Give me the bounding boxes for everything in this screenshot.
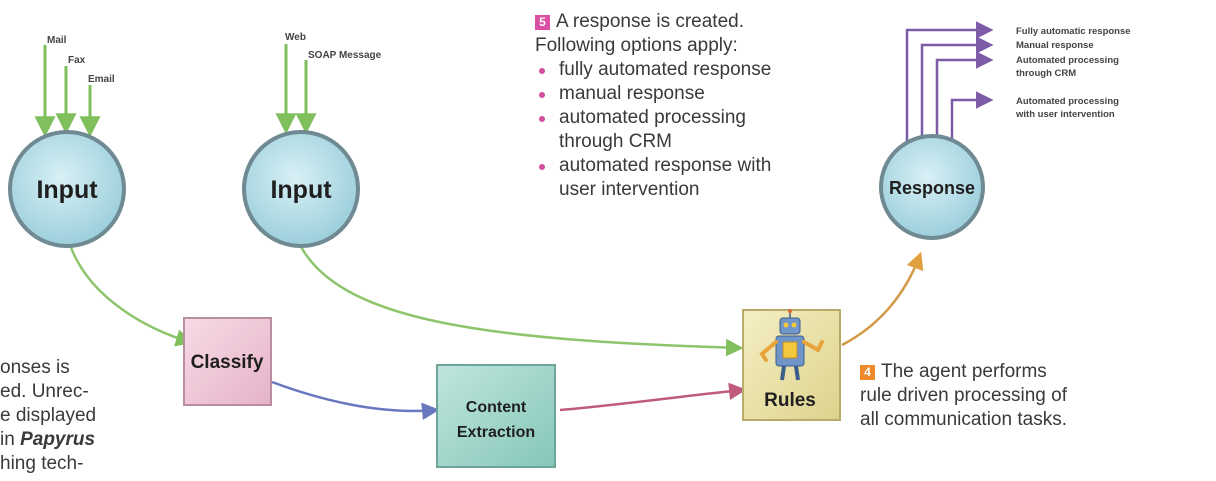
- response-option: automated processing through CRM: [535, 106, 865, 154]
- input-2-circle: [242, 130, 360, 248]
- left-text-line-4-prefix: in: [0, 429, 21, 450]
- input-1-label: Input: [36, 176, 98, 204]
- output-line-2: [920, 36, 994, 155]
- step-4-text-3: all communication tasks.: [860, 409, 1067, 430]
- robot-icon: [759, 309, 824, 381]
- input-1-sources: Mail Fax Email: [34, 35, 115, 138]
- output-label-3b: through CRM: [1016, 68, 1076, 79]
- output-label-4b: with user intervention: [1015, 109, 1115, 120]
- source-label-web: Web: [285, 32, 306, 43]
- source-label-soap: SOAP Message: [308, 50, 382, 61]
- response-label: Response: [889, 178, 975, 198]
- rules-label: Rules: [764, 390, 816, 411]
- step-4-text-1: The agent performs: [881, 361, 1047, 382]
- bullet-icon: [539, 68, 545, 74]
- response-outputs: Fully automatic response Manual response…: [905, 21, 1131, 160]
- step-5-badge: 5: [535, 15, 550, 30]
- response-node: Response: [879, 134, 985, 240]
- input-node-1: Input: [8, 130, 126, 248]
- content-extraction-box: [436, 364, 556, 468]
- left-text-line-4: in Papyrus: [0, 428, 200, 452]
- response-options-list: fully automated response manual response…: [535, 58, 865, 202]
- extraction-to-rules-arrow: [559, 382, 747, 412]
- step-5-subtitle: Following options apply:: [535, 35, 738, 56]
- step-4-badge: 4: [860, 365, 875, 380]
- left-text-line-3: e displayed: [0, 405, 97, 426]
- output-line-3: [935, 51, 994, 152]
- input-2-label: Input: [270, 176, 332, 204]
- step-4-text-2: rule driven processing of: [860, 385, 1067, 406]
- content-extraction-node: Content Extraction: [436, 364, 556, 468]
- source-label-mail: Mail: [47, 35, 67, 46]
- bullet-icon: [539, 92, 545, 98]
- papyrus-emphasis: Papyrus: [20, 429, 96, 450]
- response-option-text: fully automated response: [559, 59, 772, 80]
- output-label-2: Manual response: [1016, 40, 1094, 51]
- step-4-line-1: 4 The agent performs: [860, 360, 1190, 384]
- input-node-2: Input: [242, 130, 360, 248]
- response-option-text-cont: user intervention: [559, 179, 700, 200]
- left-text-line-2: ed. Unrec-: [0, 381, 89, 402]
- response-option-text: automated processing: [559, 107, 746, 128]
- output-label-4: Automated processing: [1016, 96, 1119, 107]
- classify-label: Classify: [191, 352, 264, 373]
- response-circle: [879, 134, 985, 240]
- rules-node: Rules: [742, 309, 841, 421]
- response-option: manual response: [535, 82, 865, 106]
- classify-node: Classify: [183, 317, 272, 406]
- source-label-fax: Fax: [68, 55, 86, 66]
- step-5-line-1: 5 A response is created.: [535, 10, 865, 34]
- rules-to-response-arrow: [841, 251, 924, 347]
- output-line-4: [950, 91, 994, 155]
- response-option-text: automated response with: [559, 155, 772, 176]
- content-extraction-label-line1: Content: [466, 399, 527, 416]
- source-label-email: Email: [88, 74, 115, 85]
- left-text-line-5: hing tech-: [0, 453, 84, 474]
- response-option-text: manual response: [559, 83, 705, 104]
- step-4-description: 4 The agent performs rule driven processi…: [860, 360, 1190, 432]
- step-5-title: A response is created.: [556, 11, 744, 32]
- input-1-circle: [8, 130, 126, 248]
- output-label-1: Fully automatic response: [1016, 26, 1131, 37]
- classify-box: [183, 317, 272, 406]
- output-line-1: [905, 21, 994, 160]
- classify-to-extraction-arrow: [271, 380, 440, 420]
- flow-connectors: [68, 244, 924, 420]
- left-text-line-1: onses is: [0, 357, 70, 378]
- content-extraction-label-line2: Extraction: [457, 424, 535, 441]
- input-2-to-rules-arrow: [298, 244, 744, 357]
- input-1-to-classify-arrow: [68, 244, 194, 347]
- input-2-sources: Web SOAP Message: [275, 32, 382, 135]
- response-option: fully automated response: [535, 58, 865, 82]
- response-option-text-cont: through CRM: [559, 131, 672, 152]
- output-label-3: Automated processing: [1016, 55, 1119, 66]
- bullet-icon: [539, 164, 545, 170]
- left-description-fragment: onses is ed. Unrec- e displayed in Papyr…: [0, 356, 200, 476]
- step-5-description: 5 A response is created. Following option…: [535, 10, 865, 202]
- bullet-icon: [539, 116, 545, 122]
- response-option: automated response with user intervention: [535, 154, 865, 202]
